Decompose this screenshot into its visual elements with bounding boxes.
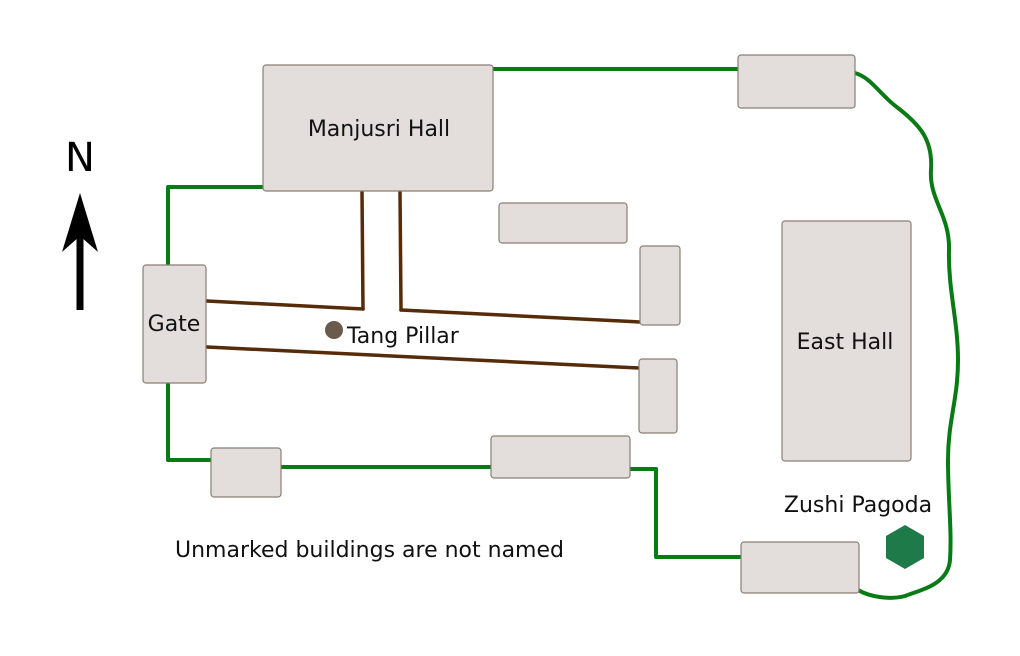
- building[interactable]: [210, 447, 282, 498]
- east-hall-label: East Hall: [797, 330, 894, 355]
- tang-pillar-marker[interactable]: [325, 321, 343, 339]
- north-label: N: [65, 135, 95, 181]
- perimeter-path: [166, 185, 265, 267]
- building[interactable]: [490, 435, 631, 479]
- east-hall-building[interactable]: [781, 220, 912, 462]
- axis-line: [205, 299, 365, 311]
- north-arrow-icon: [62, 193, 98, 310]
- building[interactable]: [740, 541, 860, 594]
- axis-line: [205, 345, 641, 370]
- tang-pillar-label: Tang Pillar: [346, 324, 460, 349]
- map-note: Unmarked buildings are not named: [175, 538, 564, 563]
- perimeter-path: [853, 71, 960, 600]
- manjusri-hall-label: Manjusri Hall: [308, 117, 450, 142]
- building[interactable]: [639, 245, 681, 326]
- gate-label: Gate: [148, 312, 201, 337]
- perimeter-path: [628, 467, 744, 559]
- northeast-building[interactable]: [737, 54, 856, 109]
- manjusri-hall-building[interactable]: [262, 64, 494, 192]
- zushi-pagoda-label: Zushi Pagoda: [784, 493, 932, 518]
- axis-line: [398, 189, 403, 312]
- zushi-pagoda-marker[interactable]: [886, 525, 924, 569]
- axis-line: [360, 189, 365, 311]
- axis-line: [399, 308, 642, 324]
- building[interactable]: [498, 202, 628, 244]
- gate-building[interactable]: [142, 264, 207, 384]
- building[interactable]: [638, 358, 678, 434]
- perimeter-path: [166, 381, 214, 462]
